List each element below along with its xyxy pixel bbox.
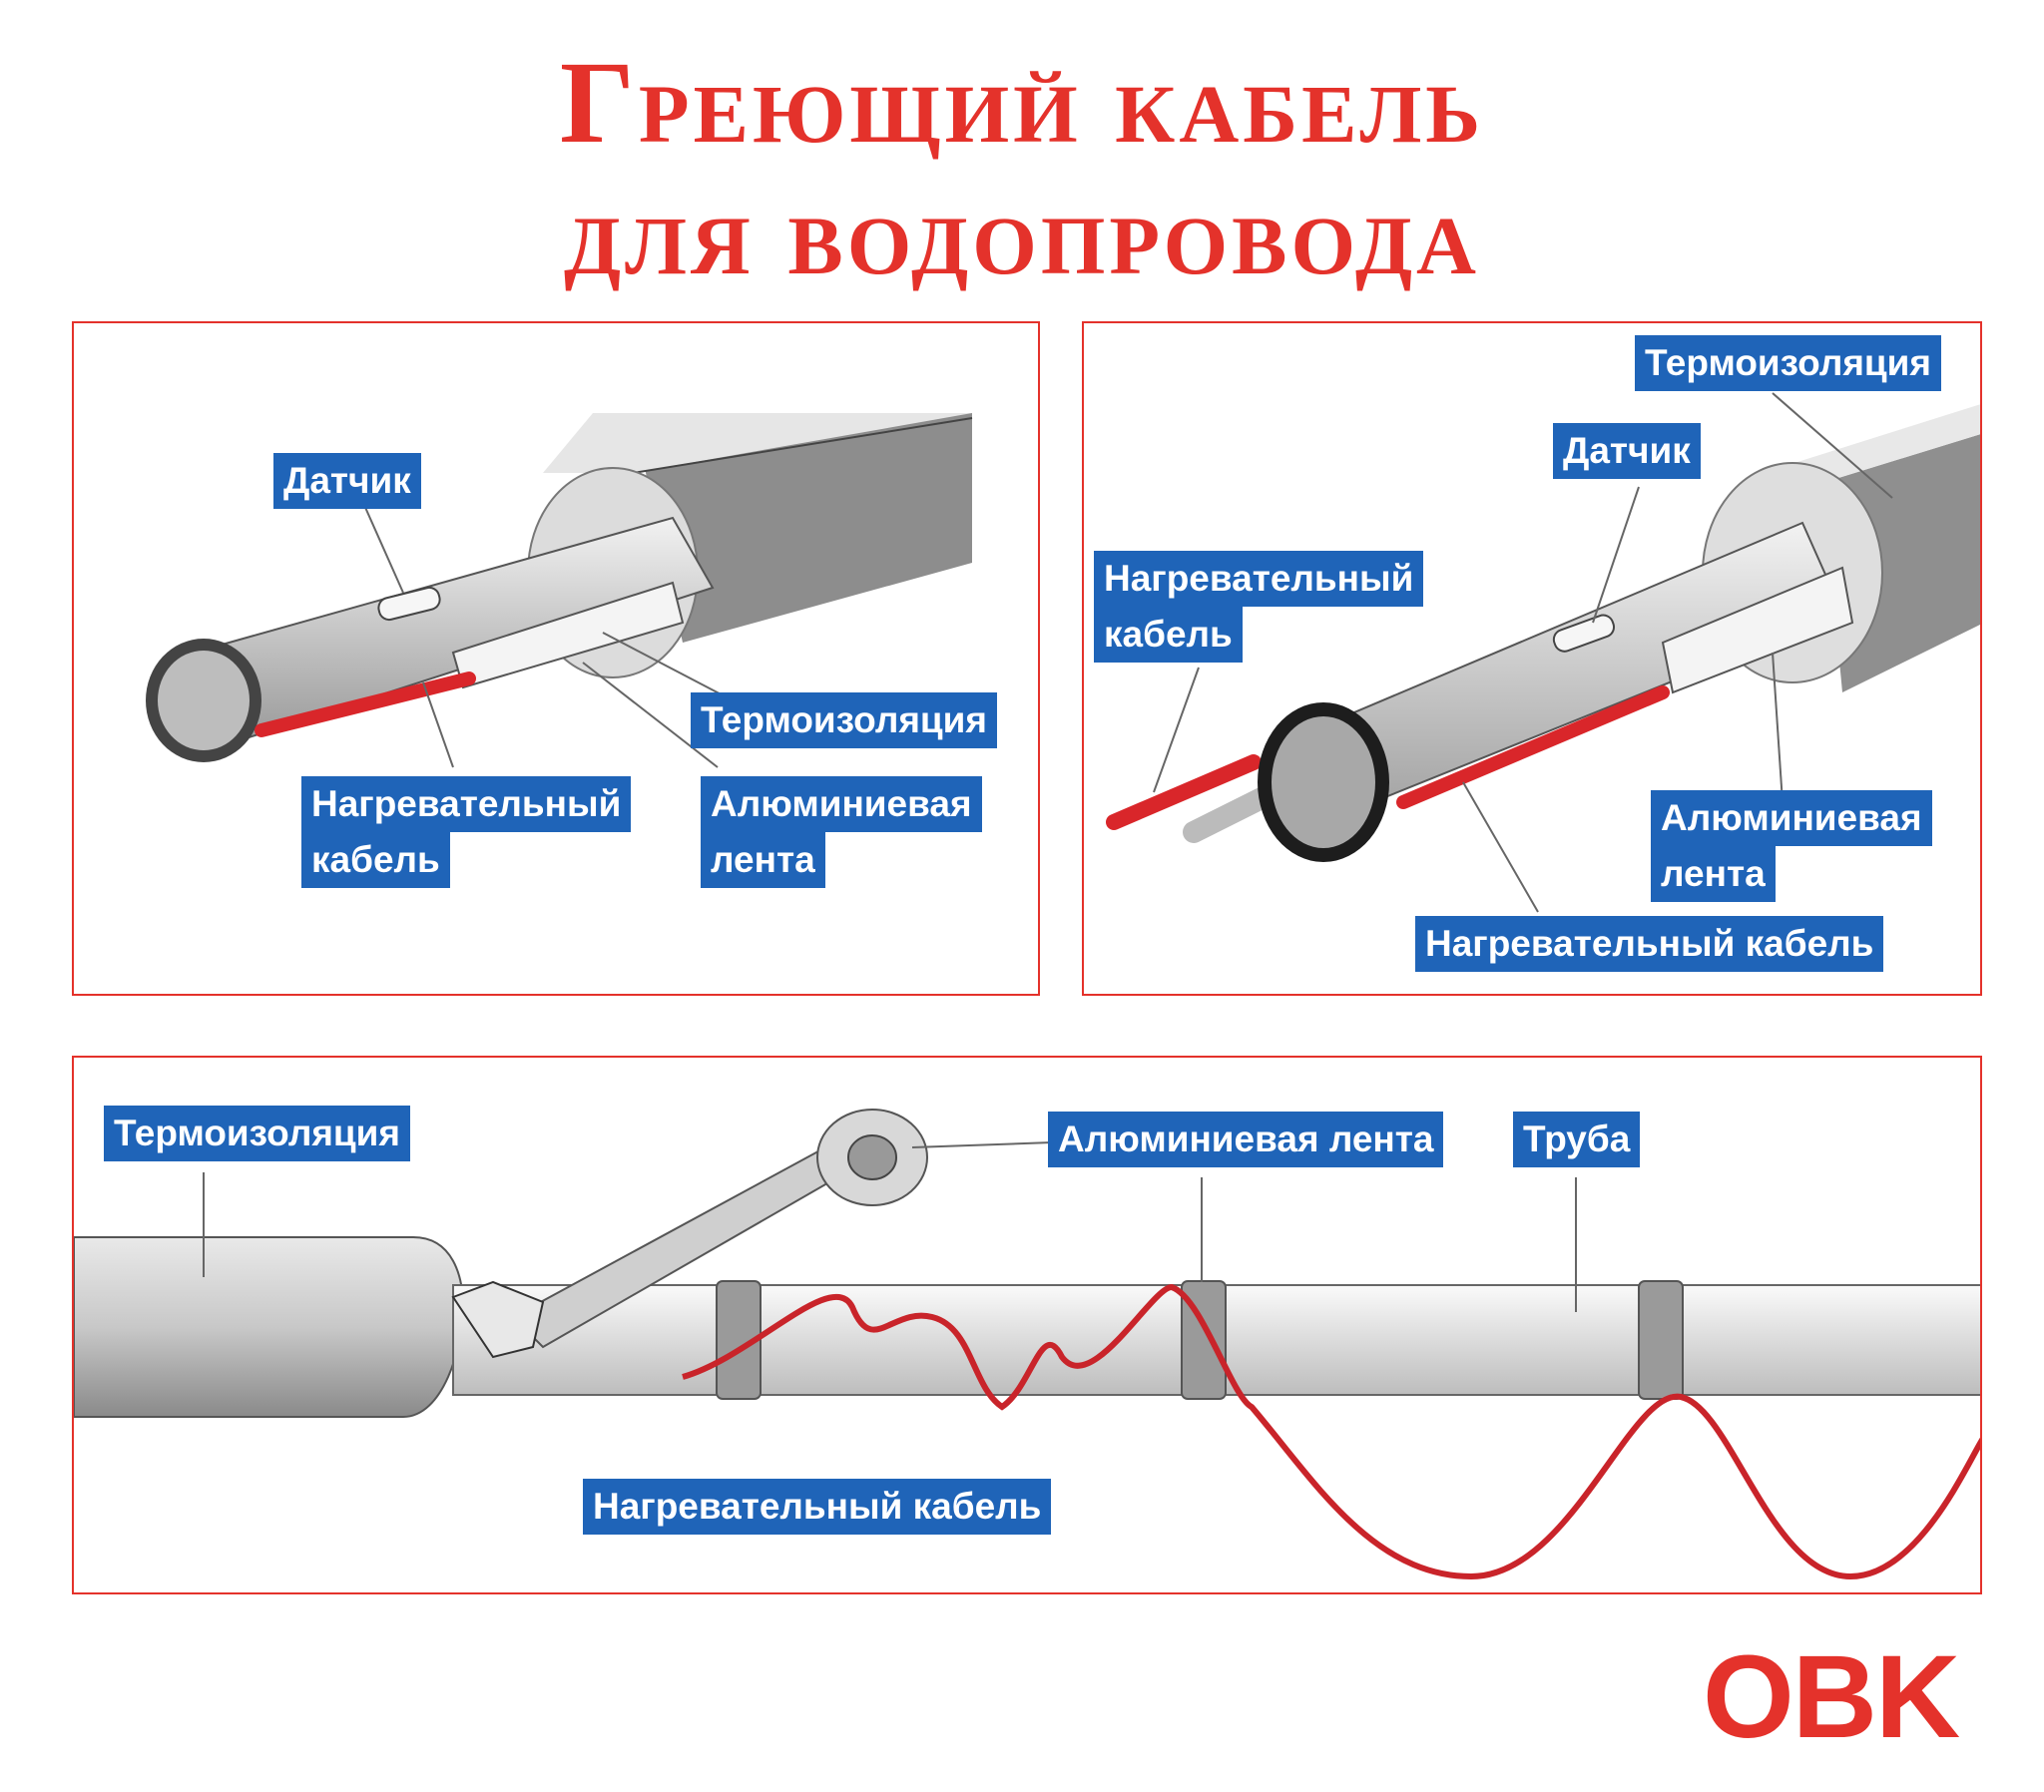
diagram-panel-straight-cable: Датчик Термоизоляция Нагревательный кабе… [72, 321, 1040, 996]
sensor [377, 586, 441, 622]
gripping-hand [451, 1280, 545, 1359]
label-pipe: Труба [1513, 1112, 1641, 1167]
leader-insulation [602, 632, 734, 701]
label-alu-tape: Алюминиевая лента [1048, 1112, 1444, 1167]
label-heating-cable: Нагревательный кабель [583, 1479, 1052, 1535]
tape-roll-core [847, 1134, 897, 1180]
insulation-sleeve [633, 413, 972, 643]
label-alu-tape-line1: Алюминиевая [1651, 790, 1932, 846]
heating-cable-entry [1106, 754, 1262, 830]
label-heating-cable: Нагревательный кабель [1415, 916, 1884, 972]
insulation-sleeve-top [1763, 404, 1980, 483]
label-alu-tape-line2: лента [701, 832, 825, 888]
insulation-sleeve-top [543, 413, 972, 473]
heating-cable [682, 1283, 1980, 1580]
leader-alu-tape [1772, 652, 1784, 803]
label-heating-cable-line2: кабель [301, 832, 450, 888]
pipe-bore [158, 651, 250, 750]
cable-entry-illustration [1106, 392, 1980, 913]
title-line-1: Греющий кабель [559, 37, 1485, 168]
leader-sensor [362, 502, 404, 594]
leader-sensor [1592, 486, 1640, 624]
label-insulation: Термоизоляция [104, 1106, 411, 1161]
leader-alu-tape [911, 1141, 1053, 1148]
leader-insulation [1772, 392, 1893, 499]
diagram-panel-spiral-cable: Термоизоляция Алюминиевая лента Труба На… [72, 1056, 1982, 1594]
tape-band-3 [1638, 1280, 1684, 1400]
leader-alu-tape [582, 662, 719, 768]
brand-logo: OBK [1703, 1631, 1960, 1763]
label-sensor: Датчик [273, 453, 421, 509]
heating-cable [255, 672, 476, 737]
diagram-panel-cable-entry: Термоизоляция Датчик Нагревательный кабе… [1082, 321, 1982, 996]
label-alu-tape-line2: лента [1651, 846, 1776, 902]
label-alu-tape-line1: Алюминиевая [701, 776, 982, 832]
insulation-roll [74, 1236, 465, 1418]
leader-heating-cable-bottom [1462, 781, 1539, 913]
label-heating-cable-line1: Нагревательный [301, 776, 632, 832]
label-insulation: Термоизоляция [1635, 335, 1942, 391]
label-heating-cable-line1: Нагревательный [1094, 551, 1424, 607]
insulation-edge [632, 417, 973, 474]
straight-cable-illustration [146, 413, 973, 768]
label-insulation: Термоизоляция [691, 692, 998, 748]
leader-heating-cable-left [1153, 667, 1200, 793]
title-line-2: для водопровода [563, 169, 1480, 299]
heating-cable [1396, 685, 1670, 809]
aluminium-tape [1661, 566, 1854, 694]
tape-band-1 [716, 1280, 762, 1400]
leader-heating-cable [422, 681, 454, 768]
label-heating-cable-line2: кабель [1094, 607, 1243, 663]
pipe-bore [1272, 716, 1375, 848]
spiral-cable-illustration [74, 1109, 1980, 1580]
label-sensor: Датчик [1553, 423, 1701, 479]
sensor [1552, 614, 1616, 653]
